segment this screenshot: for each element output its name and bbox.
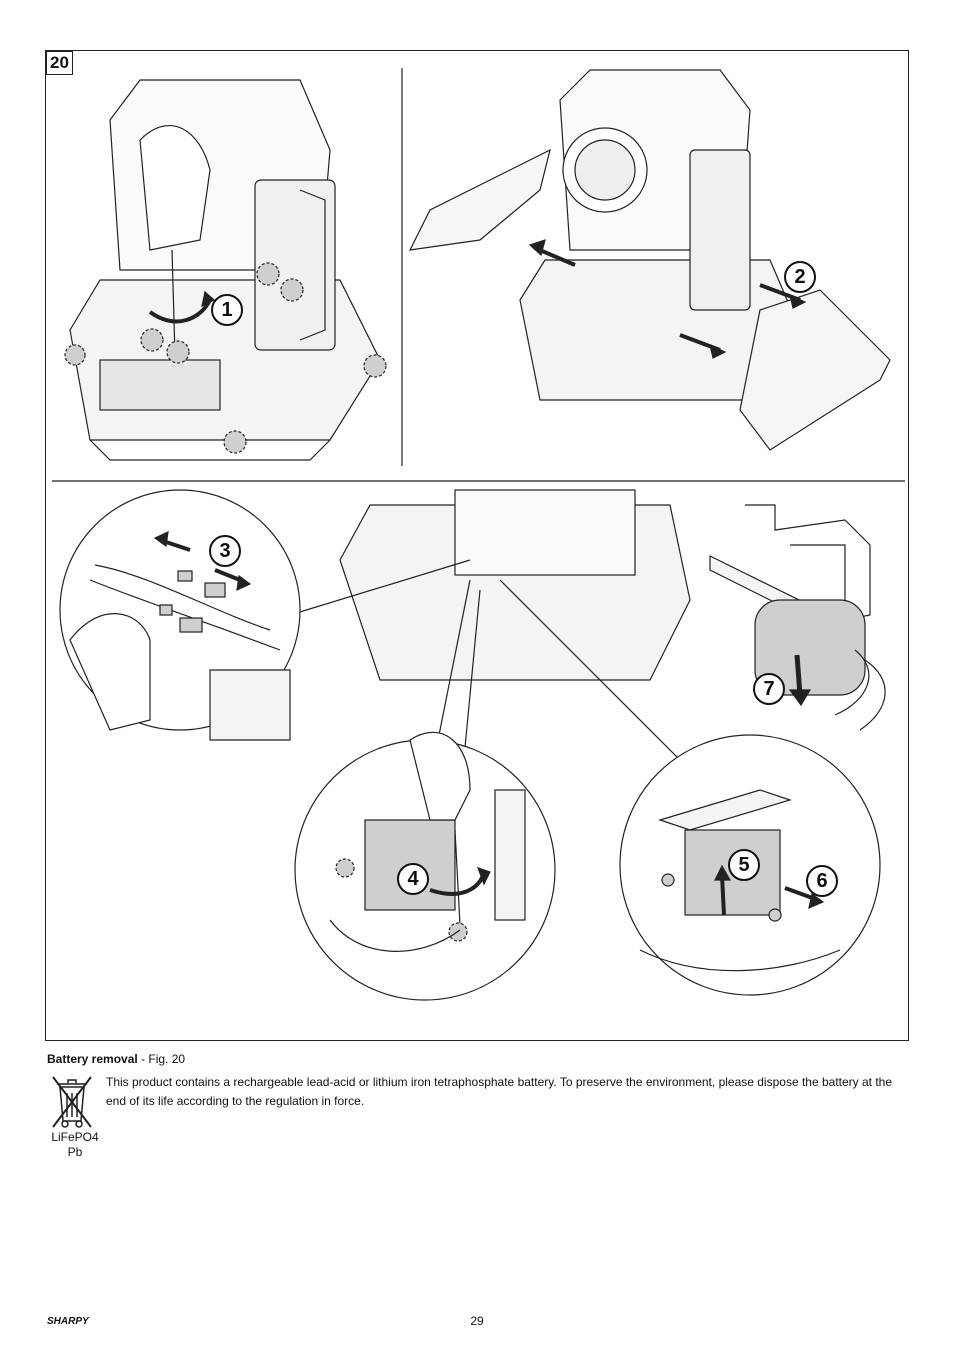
step-1-marker: 1 (211, 294, 243, 326)
fixture-panel-1 (64, 79, 387, 461)
step-6-marker: 6 (806, 865, 838, 897)
step-4-marker: 4 (397, 863, 429, 895)
arrow-icon (794, 654, 803, 696)
screw-icon (768, 908, 782, 922)
arrow-icon (148, 299, 212, 324)
caption-body: This product contains a rechargeable lea… (106, 1075, 893, 1108)
weee-bin-icon (52, 1076, 92, 1128)
battery-chemistry-label: LiFePO4 Pb (44, 1130, 106, 1160)
screw-icon (363, 354, 387, 378)
screw-icon (64, 344, 86, 366)
battery-icon (754, 599, 866, 696)
step-3-marker: 3 (209, 535, 241, 567)
caption-title-text: Battery removal (47, 1052, 138, 1066)
chemistry-pb: Pb (67, 1145, 83, 1159)
arrow-icon (720, 874, 726, 916)
caption-title: Battery removal - Fig. 20 (47, 1052, 185, 1066)
fixture-panel-2 (408, 69, 891, 451)
step-5-marker: 5 (728, 849, 760, 881)
screw-icon (335, 858, 355, 878)
chemistry-lifepo4: LiFePO4 (51, 1130, 99, 1144)
caption-figure-ref: - Fig. 20 (137, 1052, 186, 1066)
battery-panel (709, 504, 886, 731)
footer-brand: SHARPY (47, 1316, 89, 1327)
screw-icon (166, 340, 190, 364)
screw-icon (140, 328, 164, 352)
page-number: 29 (470, 1314, 484, 1328)
screw-icon (280, 278, 304, 302)
figure-frame (45, 50, 909, 1041)
screw-icon (256, 262, 280, 286)
step-2-marker: 2 (784, 261, 816, 293)
figure-number: 20 (46, 51, 73, 75)
screw-icon (223, 430, 247, 454)
battery-bracket-detail (639, 789, 841, 972)
connectors-detail (69, 530, 291, 741)
screw-icon (661, 873, 675, 887)
fixture-panel-3 (289, 489, 701, 801)
screwdriver-detail (329, 731, 526, 952)
step-7-marker: 7 (753, 673, 785, 705)
